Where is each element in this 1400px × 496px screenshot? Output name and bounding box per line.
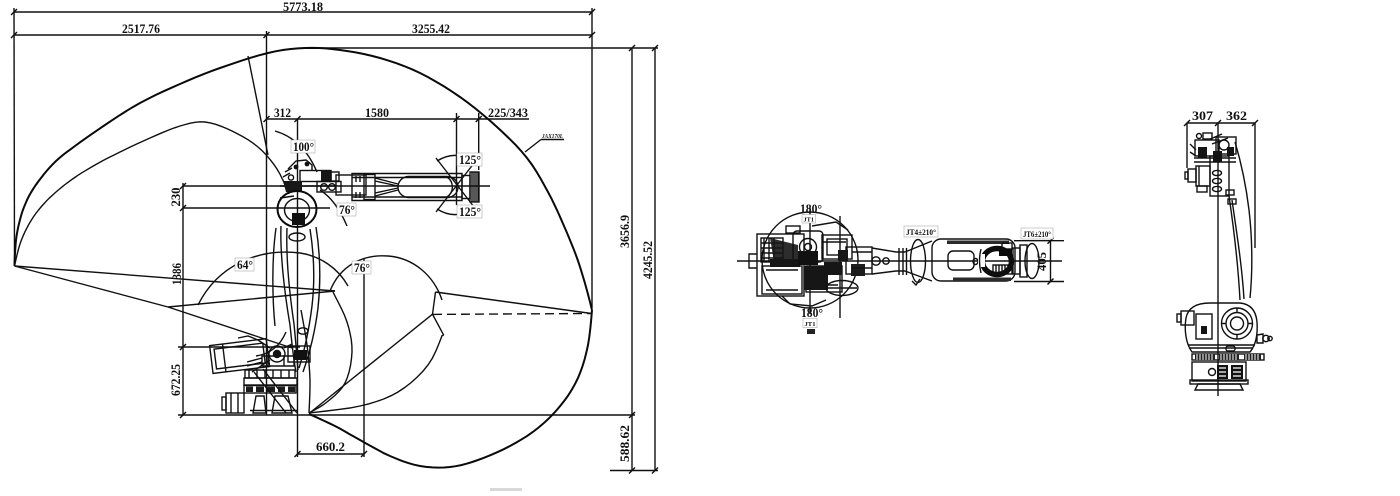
svg-text:JT4±210°: JT4±210° (906, 228, 936, 237)
svg-text:1386: 1386 (169, 263, 184, 285)
svg-text:125°: 125° (459, 152, 481, 167)
svg-text:5773.18: 5773.18 (283, 0, 323, 14)
svg-text:405: 405 (1034, 252, 1049, 271)
svg-text:180°: 180° (800, 201, 822, 216)
svg-text:312: 312 (274, 105, 291, 120)
svg-text:362: 362 (1226, 108, 1247, 123)
svg-text:225/343: 225/343 (488, 105, 528, 120)
svg-text:3656.9: 3656.9 (617, 215, 632, 248)
svg-text:3255.42: 3255.42 (412, 21, 450, 36)
svg-text:4245.52: 4245.52 (640, 241, 655, 279)
svg-text:2517.76: 2517.76 (122, 21, 160, 36)
svg-text:230: 230 (168, 188, 183, 207)
svg-text:64°: 64° (237, 257, 253, 272)
svg-text:180°: 180° (801, 305, 823, 320)
svg-text:JAX170L: JAX170L (541, 134, 563, 140)
svg-text:JT6±210°: JT6±210° (1023, 230, 1051, 239)
svg-text:76°: 76° (354, 260, 370, 275)
svg-text:100°: 100° (293, 139, 314, 154)
svg-text:JT1: JT1 (804, 217, 815, 224)
svg-text:76°: 76° (339, 202, 355, 217)
svg-text:660.2: 660.2 (316, 439, 345, 454)
svg-text:JT1: JT1 (805, 321, 816, 328)
svg-text:672.25: 672.25 (168, 364, 183, 396)
svg-text:1580: 1580 (365, 105, 389, 120)
svg-text:307: 307 (1192, 108, 1214, 123)
svg-text:125°: 125° (459, 204, 481, 219)
svg-text:588.62: 588.62 (617, 425, 632, 462)
